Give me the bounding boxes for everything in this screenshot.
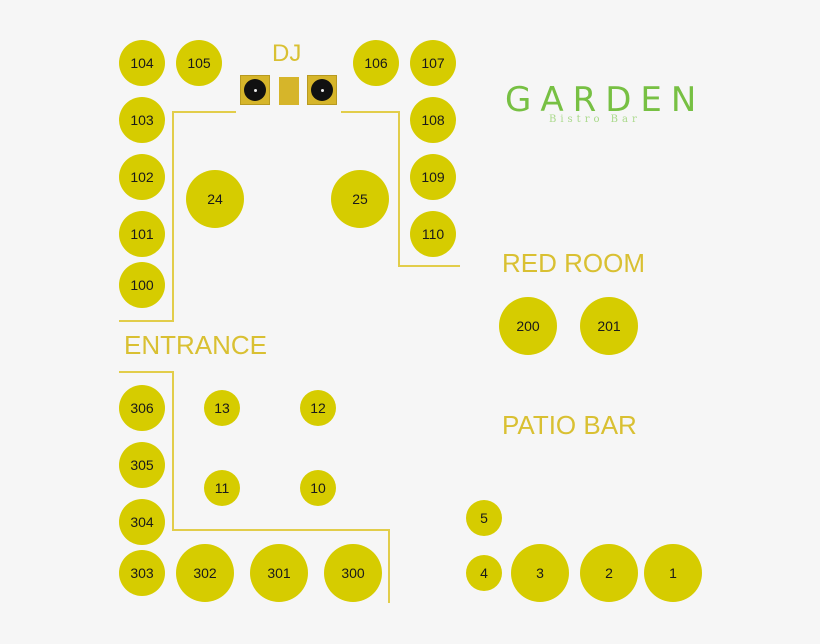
- table-305[interactable]: 305: [119, 442, 165, 488]
- dj-mixer: [279, 77, 299, 105]
- table-106[interactable]: 106: [353, 40, 399, 86]
- table-109[interactable]: 109: [410, 154, 456, 200]
- table-301[interactable]: 301: [250, 544, 308, 602]
- vinyl-icon: [244, 79, 266, 101]
- table-306[interactable]: 306: [119, 385, 165, 431]
- table-100[interactable]: 100: [119, 262, 165, 308]
- entrance-label: ENTRANCE: [124, 330, 268, 360]
- wall-upper-right-vertical: [398, 111, 400, 267]
- table-105[interactable]: 105: [176, 40, 222, 86]
- table-3[interactable]: 3: [511, 544, 569, 602]
- vinyl-icon: [311, 79, 333, 101]
- table-303[interactable]: 303: [119, 550, 165, 596]
- table-103[interactable]: 103: [119, 97, 165, 143]
- table-104[interactable]: 104: [119, 40, 165, 86]
- wall-lower-bottom: [172, 529, 390, 531]
- wall-lower-top: [119, 371, 174, 373]
- table-25[interactable]: 25: [331, 170, 389, 228]
- table-12[interactable]: 12: [300, 390, 336, 426]
- table-110[interactable]: 110: [410, 211, 456, 257]
- table-300[interactable]: 300: [324, 544, 382, 602]
- logo-title: GARDEN: [505, 80, 706, 120]
- table-201[interactable]: 201: [580, 297, 638, 355]
- dj-turntable-left: [240, 75, 270, 105]
- table-304[interactable]: 304: [119, 499, 165, 545]
- garden-logo: GARDEN Bistro Bar: [505, 80, 706, 125]
- table-2[interactable]: 2: [580, 544, 638, 602]
- logo-subtitle: Bistro Bar: [549, 114, 641, 125]
- table-13[interactable]: 13: [204, 390, 240, 426]
- table-10[interactable]: 10: [300, 470, 336, 506]
- table-101[interactable]: 101: [119, 211, 165, 257]
- wall-upper-right-bottom: [398, 265, 460, 267]
- red-room-label: RED ROOM: [502, 248, 645, 278]
- wall-lower-right-vertical: [388, 529, 390, 603]
- table-107[interactable]: 107: [410, 40, 456, 86]
- wall-upper-left-top: [173, 111, 236, 113]
- table-102[interactable]: 102: [119, 154, 165, 200]
- table-1[interactable]: 1: [644, 544, 702, 602]
- patio-bar-label: PATIO BAR: [502, 410, 637, 440]
- table-200[interactable]: 200: [499, 297, 557, 355]
- table-24[interactable]: 24: [186, 170, 244, 228]
- dj-turntable-right: [307, 75, 337, 105]
- wall-upper-right-top: [341, 111, 399, 113]
- wall-upper-left-bottom: [119, 320, 174, 322]
- wall-lower-vertical: [172, 371, 174, 531]
- table-302[interactable]: 302: [176, 544, 234, 602]
- table-108[interactable]: 108: [410, 97, 456, 143]
- table-11[interactable]: 11: [204, 470, 240, 506]
- table-5[interactable]: 5: [466, 500, 502, 536]
- dj-label: DJ: [272, 40, 302, 67]
- table-4[interactable]: 4: [466, 555, 502, 591]
- wall-upper-left-vertical: [172, 111, 174, 322]
